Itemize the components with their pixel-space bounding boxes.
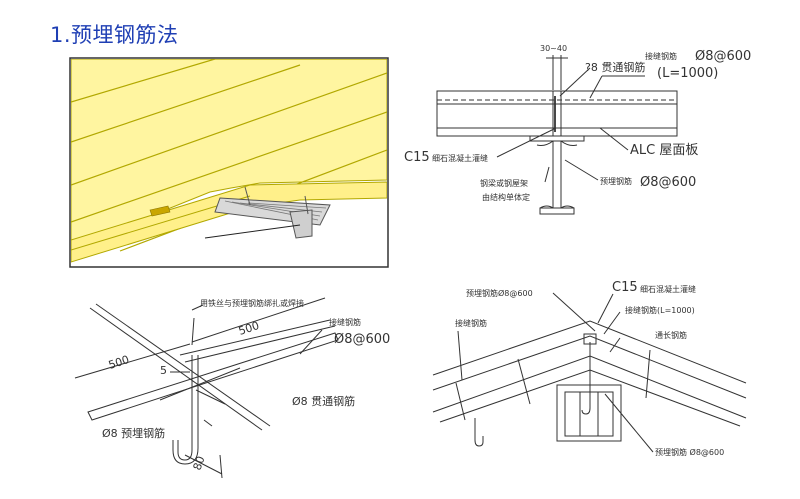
label-c15-text-br: 细石混凝土灌缝 [640, 284, 696, 294]
page-title: 1.预埋钢筋法 [50, 23, 179, 47]
label-long-rebar: 通长钢筋 [655, 330, 687, 340]
label-joint-rebar-l: 接缝钢筋 [455, 318, 487, 328]
bottom-left-labels: 用铁丝与预埋钢筋绑扎或焊接 500 500 接缝钢筋 Ø8@600 5 Ø8 贯… [102, 298, 390, 472]
label-length-note: (L=1000) [657, 66, 718, 81]
label-c15-br: C15 [612, 280, 638, 295]
dim-30-40: 30~40 [540, 44, 567, 53]
dim-80: 80 [191, 454, 208, 472]
roof-panel-3d-illustration [69, 57, 389, 268]
label-embedded-top: 预埋钢筋Ø8@600 [466, 288, 533, 298]
label-alc: ALC 屋面板 [630, 143, 698, 158]
label-through-rebar: ?8 贯通钢筋 [585, 60, 645, 74]
label-joint-rebar-spacing-bl: Ø8@600 [334, 332, 390, 347]
label-joint-rebar-bl: 接缝钢筋 [329, 317, 361, 327]
bottom-left-rebar-detail [74, 297, 339, 479]
label-embedded-bottom: 预埋钢筋 Ø8@600 [655, 447, 724, 457]
label-joint-rebar-r: 接缝钢筋(L=1000) [625, 305, 695, 315]
bottom-right-ridge-detail [432, 292, 747, 453]
label-steel-beam-2: 由结构单体定 [482, 192, 530, 202]
label-through-rebar-bl: Ø8 贯通钢筋 [292, 394, 355, 408]
bottom-right-labels: 预埋钢筋Ø8@600 C15 细石混凝土灌缝 接缝钢筋(L=1000) 接缝钢筋… [455, 280, 724, 457]
label-steel-beam-1: 钢梁或钢屋架 [480, 178, 528, 188]
label-c15: C15 [404, 150, 430, 165]
dim-5: 5 [160, 364, 167, 377]
label-embedded-rebar-bl: Ø8 预埋钢筋 [102, 426, 165, 440]
top-right-section-detail [436, 55, 678, 215]
label-embedded-rebar: 预埋钢筋 [600, 176, 632, 186]
label-joint-rebar-spacing: Ø8@600 [695, 49, 751, 64]
label-wire-note: 用铁丝与预埋钢筋绑扎或焊接 [200, 298, 304, 308]
dim-500-right: 500 [237, 319, 261, 338]
top-right-labels: 30~40 ?8 贯通钢筋 接缝钢筋 Ø8@600 (L=1000) C15 细… [404, 44, 751, 202]
label-c15-text: 细石混凝土灌缝 [432, 153, 488, 163]
label-embedded-spacing: Ø8@600 [640, 175, 696, 190]
dim-500-left: 500 [107, 353, 131, 372]
label-joint-rebar: 接缝钢筋 [645, 51, 677, 61]
